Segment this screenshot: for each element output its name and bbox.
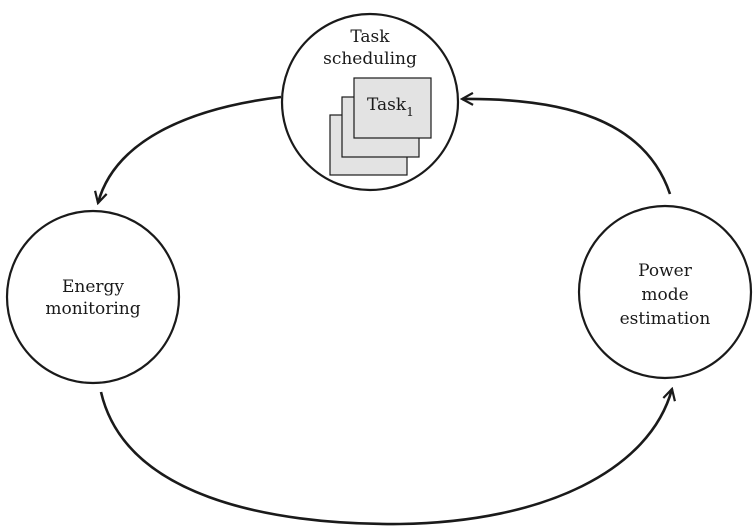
energy-monitoring-label-line2: monitoring xyxy=(45,299,140,319)
power-mode-estimation-node: Power mode estimation xyxy=(577,204,753,380)
task-scheduling-label-line2: scheduling xyxy=(323,49,417,69)
task-stack: Task1 xyxy=(329,77,432,176)
task-scheduling-node: Task scheduling Task1 xyxy=(280,12,460,192)
task-card-front xyxy=(353,77,432,139)
edge-power-mode-estimation-to-task-scheduling xyxy=(462,99,672,195)
task-card-label-text: Task xyxy=(367,95,407,115)
power-mode-estimation-label-line2: mode xyxy=(641,285,688,305)
edge-energy-monitoring-to-power-mode-estimation xyxy=(99,389,672,526)
edge-task-scheduling-to-energy-monitoring xyxy=(98,95,282,203)
power-mode-estimation-label-line3: estimation xyxy=(620,309,711,329)
task-card-label: Task1 xyxy=(367,95,414,119)
energy-monitoring-node: Energy monitoring xyxy=(5,209,181,385)
energy-monitoring-label-line1: Energy xyxy=(62,277,124,297)
power-mode-estimation-label-line1: Power xyxy=(638,261,693,281)
task-scheduling-label-line1: Task xyxy=(350,27,390,47)
task-card-label-subscript: 1 xyxy=(406,105,414,119)
